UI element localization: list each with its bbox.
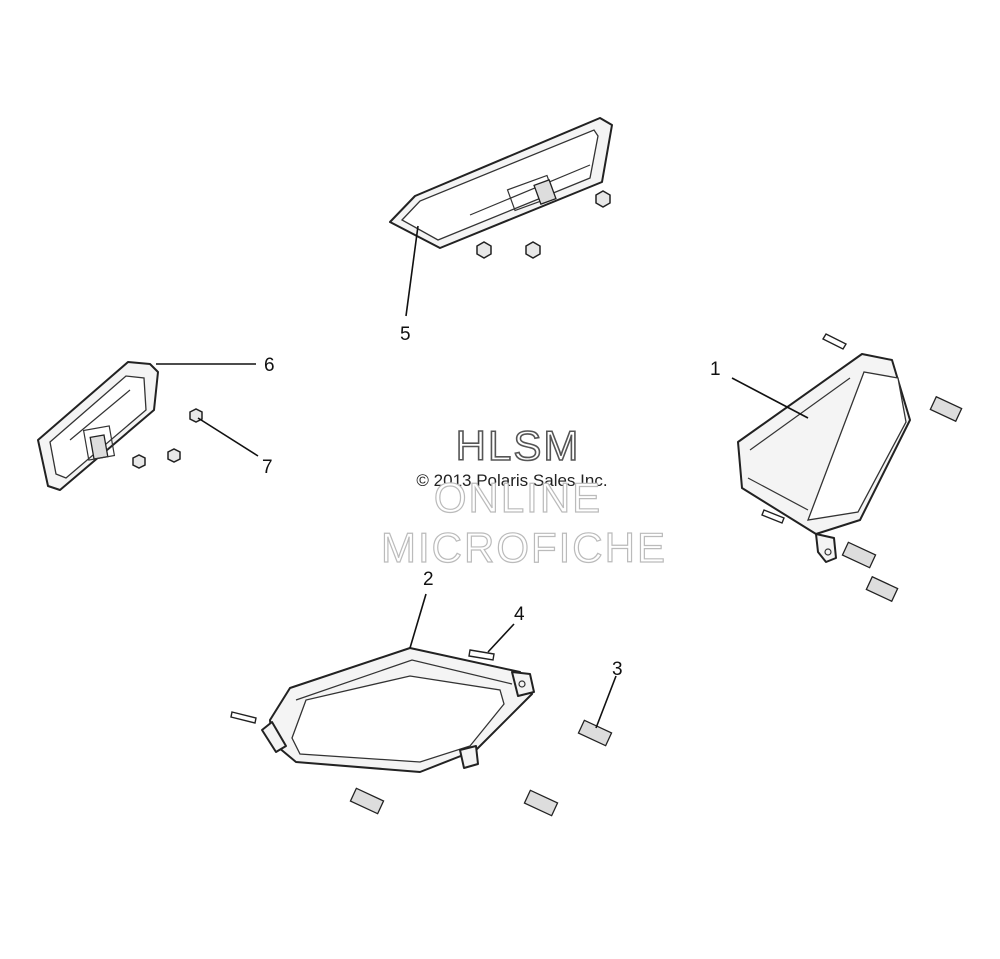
callout-7: 7 — [262, 457, 273, 478]
leader-line-5 — [405, 225, 419, 317]
screw-part-3 — [349, 719, 613, 817]
callout-5: 5 — [400, 324, 411, 345]
leader-line-2 — [409, 593, 427, 649]
callout-2: 2 — [423, 569, 434, 590]
callout-3: 3 — [612, 659, 623, 680]
nut-part-5 — [476, 190, 611, 259]
headlight-part-1[interactable] — [737, 353, 911, 563]
leader-line-1 — [731, 377, 809, 419]
watermark-hlsm: HLSM — [456, 422, 581, 469]
callout-6: 6 — [264, 355, 275, 376]
leader-line-3 — [595, 675, 617, 729]
headlight-part-2[interactable] — [261, 647, 535, 773]
watermark-copyright: © 2013 Polaris Sales Inc. — [416, 471, 607, 490]
bolt-part-4 — [230, 649, 495, 724]
marker-light-part-6[interactable] — [37, 361, 159, 491]
watermark-microfiche: MICROFICHE — [381, 524, 667, 571]
tail-light-part-5[interactable] — [389, 117, 613, 249]
leader-line-7 — [197, 417, 259, 457]
callout-1: 1 — [710, 359, 721, 380]
callout-4: 4 — [514, 604, 525, 625]
bolt-part-1 — [761, 333, 847, 524]
watermark-online: ONLINE — [434, 474, 602, 521]
nut-part-7 — [132, 408, 203, 469]
leader-line-4 — [487, 623, 515, 653]
screw-part-1 — [841, 395, 963, 603]
